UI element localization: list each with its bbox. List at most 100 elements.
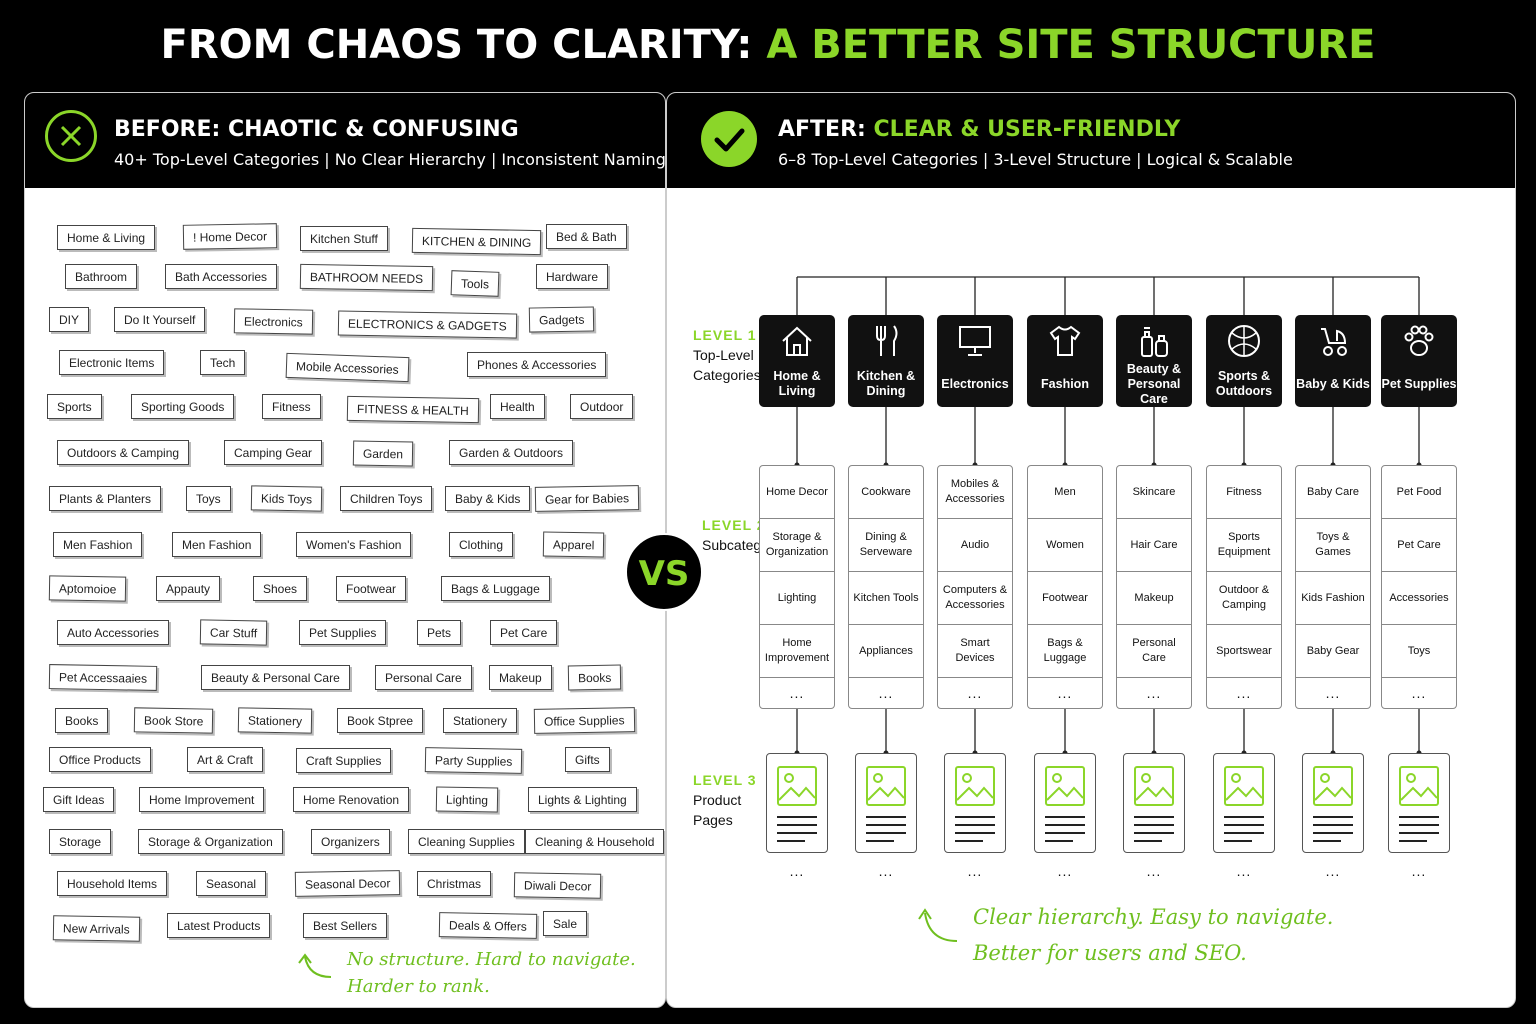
product-page[interactable] bbox=[1123, 753, 1185, 853]
subcategory-item[interactable]: Skincare bbox=[1117, 466, 1191, 519]
top-level-category[interactable]: Fashion bbox=[1027, 315, 1103, 407]
category-tag: Appauty bbox=[156, 576, 221, 601]
category-tag: Gadgets bbox=[528, 306, 595, 333]
category-tag: Seasonal bbox=[196, 871, 267, 896]
subcategory-item[interactable]: Toys & Games bbox=[1296, 519, 1370, 572]
product-page[interactable] bbox=[1034, 753, 1096, 853]
product-page[interactable] bbox=[1302, 753, 1364, 853]
subcategory-item[interactable]: Sports Equipment bbox=[1207, 519, 1281, 572]
category-tag: Christmas bbox=[417, 871, 492, 896]
check-icon bbox=[701, 111, 757, 167]
category-tag: Plants & Planters bbox=[49, 486, 162, 511]
top-level-category[interactable]: Beauty & Personal Care bbox=[1116, 315, 1192, 407]
category-tag: Mobile Accessories bbox=[285, 352, 410, 383]
category-tag: Pet Care bbox=[490, 620, 558, 645]
subcategory-item[interactable]: Home Decor bbox=[760, 466, 834, 519]
image-icon bbox=[777, 766, 817, 806]
subcategory-item[interactable]: Lighting bbox=[760, 572, 834, 625]
subcategory-item[interactable]: Men bbox=[1028, 466, 1102, 519]
more-pages-indicator: ... bbox=[967, 863, 983, 879]
category-tag: Books bbox=[55, 708, 109, 733]
text-line bbox=[777, 824, 817, 826]
house-icon bbox=[782, 326, 812, 356]
top-level-category[interactable]: Sports & Outdoors bbox=[1206, 315, 1282, 407]
subcategory-item[interactable]: Hair Care bbox=[1117, 519, 1191, 572]
after-note-line1: Clear hierarchy. Easy to navigate. bbox=[973, 905, 1334, 929]
product-page[interactable] bbox=[1388, 753, 1450, 853]
subcategory-item[interactable]: Toys bbox=[1382, 625, 1456, 678]
top-level-category[interactable]: Baby & Kids bbox=[1295, 315, 1371, 407]
subcategory-item[interactable]: Mobiles & Accessories bbox=[938, 466, 1012, 519]
subcategory-item[interactable]: Women bbox=[1028, 519, 1102, 572]
text-line bbox=[1224, 816, 1264, 818]
top-level-category[interactable]: Pet Supplies bbox=[1381, 315, 1457, 407]
subcategory-item[interactable]: Audio bbox=[938, 519, 1012, 572]
after-subtitle: 6–8 Top-Level Categories | 3-Level Struc… bbox=[778, 150, 1293, 169]
category-tag: Kitchen Stuff bbox=[300, 226, 388, 251]
subcategory-item[interactable]: Kitchen Tools bbox=[849, 572, 923, 625]
stroller-icon bbox=[1321, 328, 1347, 356]
subcategory-item[interactable]: Personal Care bbox=[1117, 625, 1191, 678]
subcategory-item[interactable]: Appliances bbox=[849, 625, 923, 678]
bottles-icon bbox=[1141, 327, 1168, 357]
category-tag: Shoes bbox=[253, 576, 308, 601]
category-tag: Sports bbox=[47, 394, 102, 419]
subcategory-item[interactable]: Kids Fashion bbox=[1296, 572, 1370, 625]
category-tag: Pet Accessaaies bbox=[48, 664, 158, 691]
subcategory-item[interactable]: Baby Gear bbox=[1296, 625, 1370, 678]
subcategory-item[interactable]: Computers & Accessories bbox=[938, 572, 1012, 625]
category-tag: Women's Fashion bbox=[296, 532, 412, 557]
vs-badge: VS bbox=[625, 533, 703, 611]
subcategory-item[interactable]: Dining & Serveware bbox=[849, 519, 923, 572]
subcategory-item[interactable]: Makeup bbox=[1117, 572, 1191, 625]
subcategory-item[interactable]: Sportswear bbox=[1207, 625, 1281, 678]
subcategory-item[interactable]: Smart Devices bbox=[938, 625, 1012, 678]
category-tag: Gift Ideas bbox=[43, 787, 115, 812]
after-note-line2: Better for users and SEO. bbox=[973, 941, 1247, 965]
category-tag: Car Stuff bbox=[199, 619, 268, 646]
subcategory-item[interactable]: Pet Food bbox=[1382, 466, 1456, 519]
after-panel: AFTER: CLEAR & USER-FRIENDLY 6–8 Top-Lev… bbox=[666, 92, 1516, 1008]
category-tag: Book Stpree bbox=[337, 708, 424, 733]
subcategory-item[interactable]: Baby Care bbox=[1296, 466, 1370, 519]
category-tag: Auto Accessories bbox=[57, 620, 170, 645]
subcategory-item[interactable]: Fitness bbox=[1207, 466, 1281, 519]
product-page[interactable] bbox=[855, 753, 917, 853]
category-label: Baby & Kids bbox=[1296, 376, 1370, 391]
subcategory-item[interactable]: Storage & Organization bbox=[760, 519, 834, 572]
product-page[interactable] bbox=[1213, 753, 1275, 853]
subcategory-item[interactable]: Cookware bbox=[849, 466, 923, 519]
subcategory-item[interactable]: Home Improvement bbox=[760, 625, 834, 678]
category-tag: BATHROOM NEEDS bbox=[299, 263, 434, 292]
x-icon bbox=[45, 110, 97, 162]
more-pages-indicator: ... bbox=[1057, 863, 1073, 879]
text-line bbox=[866, 840, 894, 842]
category-tag: Bags & Luggage bbox=[441, 576, 550, 601]
level-2-number: LEVEL 2 bbox=[702, 517, 766, 533]
product-page[interactable] bbox=[944, 753, 1006, 853]
title-prefix: FROM CHAOS TO CLARITY: bbox=[160, 22, 753, 68]
category-tag: New Arrivals bbox=[52, 915, 140, 942]
category-tag: Gifts bbox=[565, 747, 610, 772]
subcategory-item[interactable]: Footwear bbox=[1028, 572, 1102, 625]
text-line bbox=[1399, 832, 1439, 834]
product-page[interactable] bbox=[766, 753, 828, 853]
subcategory-item[interactable]: Pet Care bbox=[1382, 519, 1456, 572]
category-tag: Garden bbox=[352, 440, 414, 467]
category-tag: Bathroom bbox=[65, 264, 138, 289]
top-level-category[interactable]: Home & Living bbox=[759, 315, 835, 407]
text-line bbox=[1399, 840, 1427, 842]
text-line bbox=[1045, 816, 1085, 818]
subcategory-item[interactable]: Accessories bbox=[1382, 572, 1456, 625]
tshirt-icon bbox=[1049, 325, 1081, 356]
top-level-category[interactable]: Electronics bbox=[937, 315, 1013, 407]
category-tag: Storage bbox=[49, 829, 112, 854]
subcategory-item[interactable]: Outdoor & Camping bbox=[1207, 572, 1281, 625]
subcategory-item[interactable]: Bags & Luggage bbox=[1028, 625, 1102, 678]
category-tag: Books bbox=[567, 664, 622, 691]
top-level-category[interactable]: Kitchen & Dining bbox=[848, 315, 924, 407]
